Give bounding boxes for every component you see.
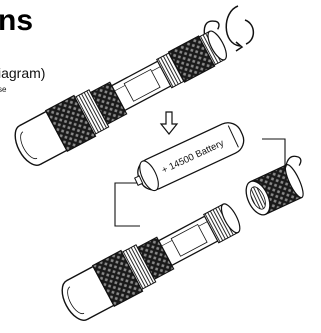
tail-cap <box>239 154 315 219</box>
down-arrow-icon <box>161 112 177 134</box>
rotate-clockwise-arrow-icon <box>226 6 253 51</box>
battery: + 14500 Battery <box>130 118 249 196</box>
bottom-flashlight <box>56 195 247 326</box>
